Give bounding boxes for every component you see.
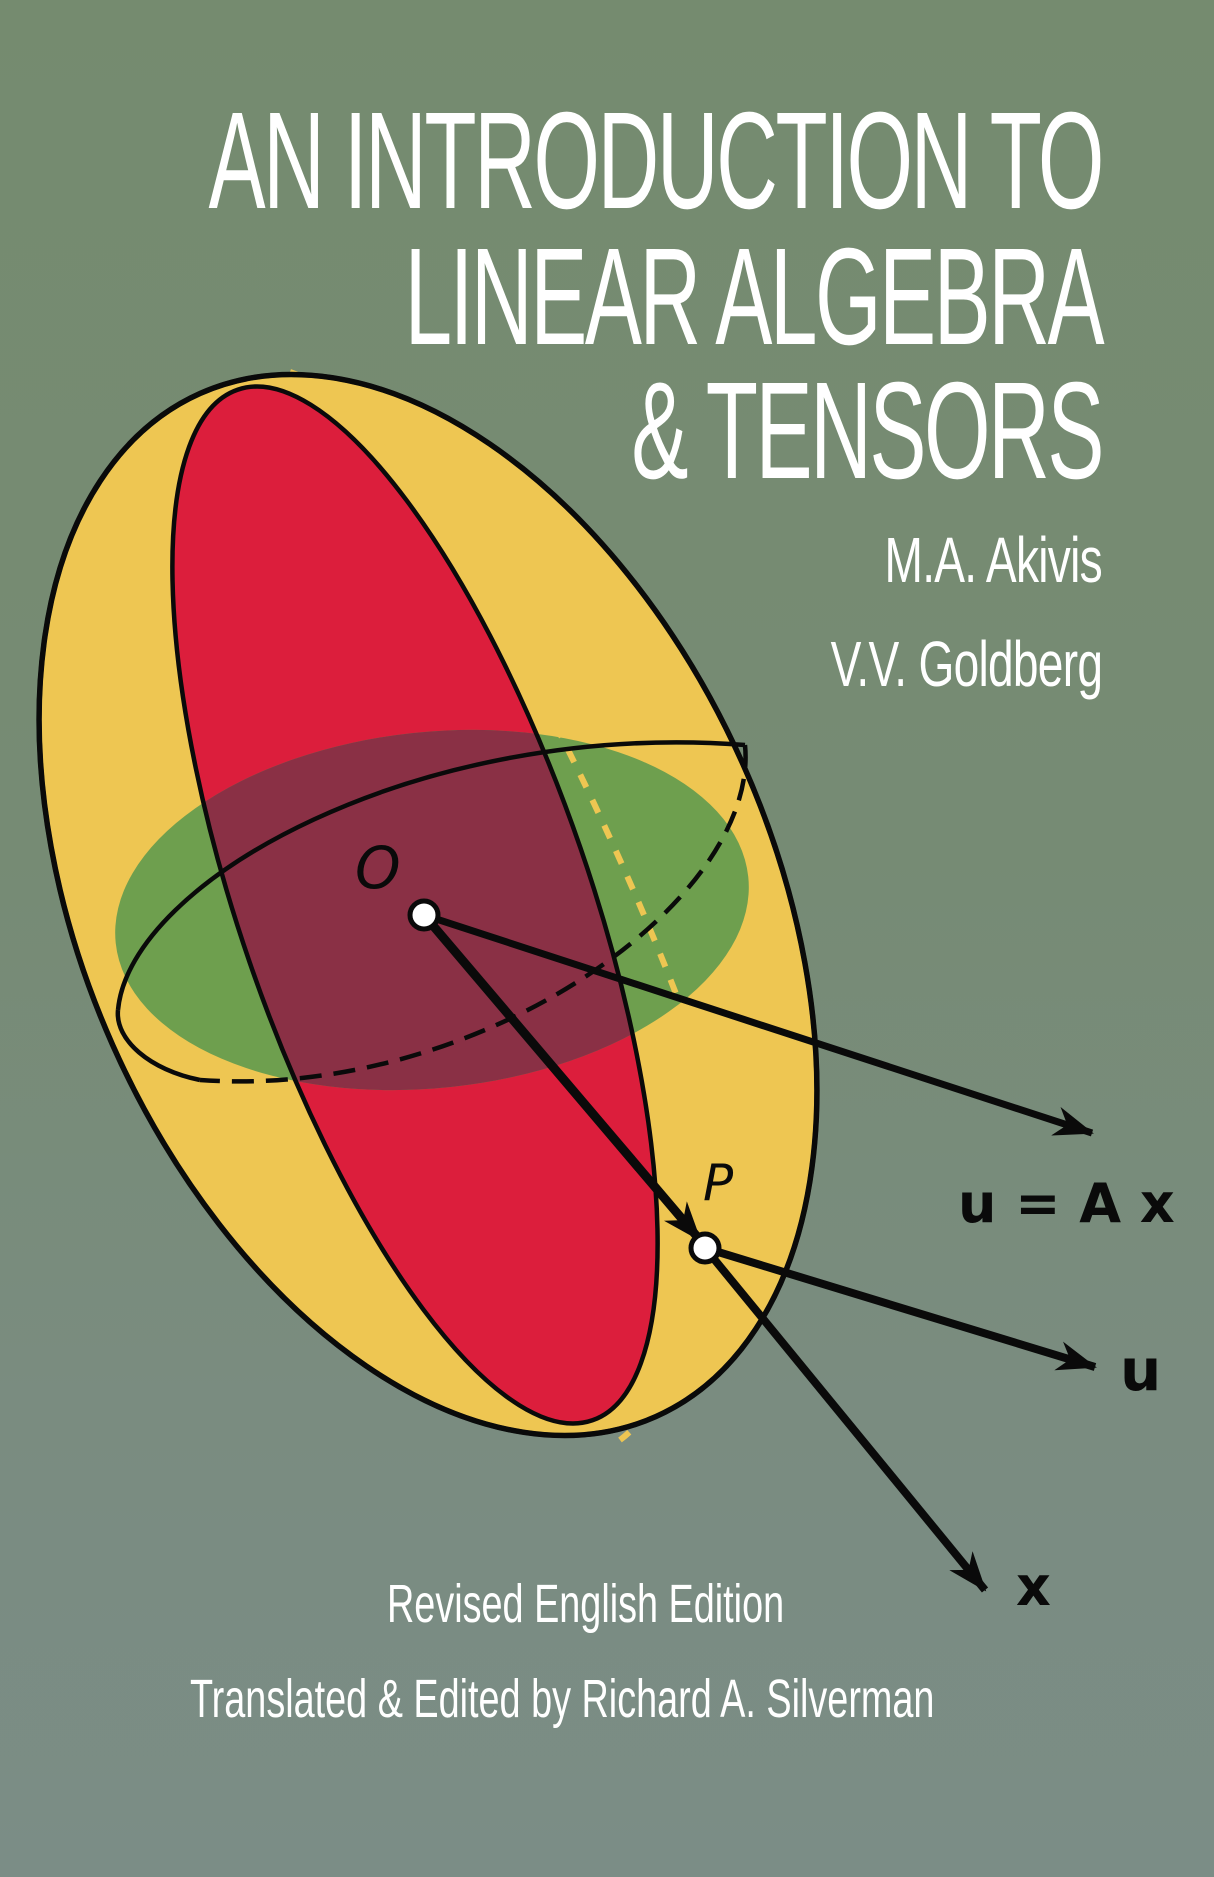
vector-ax	[422, 911, 1094, 1137]
label-x: x	[1016, 1555, 1051, 1618]
title-line-3: & TENSORS	[631, 354, 1104, 508]
label-u: u	[1120, 1336, 1161, 1404]
title-line-2: LINEAR ALGEBRA	[404, 220, 1104, 374]
point-p	[688, 1231, 722, 1265]
author-1: M.A. Akivis	[884, 524, 1103, 596]
translator-credit: Translated & Edited by Richard A. Silver…	[190, 1669, 935, 1729]
edition-label: Revised English Edition	[387, 1574, 785, 1634]
label-p: P	[703, 1154, 734, 1212]
label-u-ax: u = A x	[958, 1172, 1175, 1235]
label-o: O	[355, 834, 401, 902]
point-o	[407, 898, 441, 932]
title-line-1: AN INTRODUCTION TO	[208, 84, 1105, 238]
vector-x	[701, 1245, 989, 1593]
author-2: V.V. Goldberg	[830, 628, 1102, 700]
vector-u	[703, 1244, 1097, 1371]
vector-op	[420, 912, 704, 1243]
